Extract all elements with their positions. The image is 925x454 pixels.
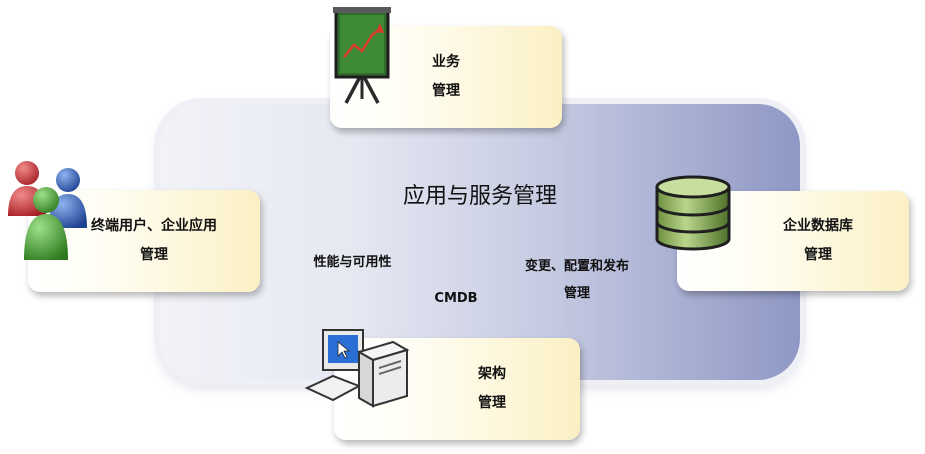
database-card-line1: 企业数据库 <box>783 218 853 234</box>
end-user-card-line2: 管理 <box>140 247 168 263</box>
users-group-icon <box>8 161 87 260</box>
architecture-card-line2: 管理 <box>478 395 506 411</box>
performance-label: 性能与可用性 <box>313 255 392 270</box>
change-config-release-label: 变更、配置和发布 管理 <box>524 259 629 301</box>
presentation-easel-icon <box>333 7 391 104</box>
architecture-card-line1: 架构 <box>478 366 506 382</box>
business-card-line2: 管理 <box>432 83 460 99</box>
cmdb-label: CMDB <box>434 291 478 306</box>
database-icon <box>655 175 731 251</box>
end-user-card-line1: 终端用户、企业应用 <box>91 218 217 234</box>
database-card-line2: 管理 <box>804 247 832 263</box>
computer-icon <box>304 329 410 408</box>
business-card-line1: 业务 <box>432 54 460 70</box>
center-title: 应用与服务管理 <box>402 184 557 209</box>
